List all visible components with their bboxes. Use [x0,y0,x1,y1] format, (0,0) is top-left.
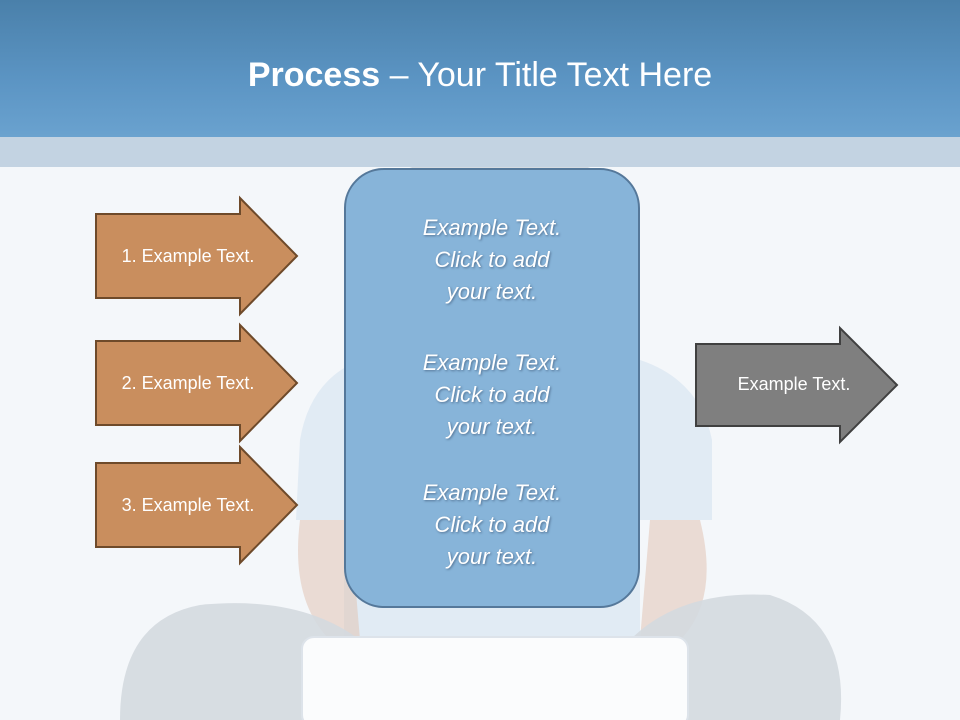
page-title-rest: – Your Title Text Here [380,56,713,94]
page-title-bold: Process [247,56,381,94]
output-arrow[interactable] [695,325,899,445]
center-text-1-line-1: Example Text. [422,215,562,240]
page-title: Process – Your Title Text Here [0,54,960,96]
header-strip [0,137,960,167]
output-arrow-label: Example Text. [737,374,851,394]
center-text-3-line-1: Example Text. [422,480,562,505]
center-text-2-line-3: your text. [446,414,538,439]
center-text-2-line-2: Click to add [434,382,550,407]
input-arrow-2-label: 2. Example Text. [121,373,255,393]
center-text-1-line-3: your text. [446,279,538,304]
center-text-block-2[interactable]: Example Text. Click to add your text. [344,347,640,443]
center-text-block-1[interactable]: Example Text. Click to add your text. [344,212,640,308]
input-arrow-3[interactable] [95,444,299,566]
center-text-3-line-3: your text. [446,544,538,569]
center-text-3-line-2: Click to add [434,512,550,537]
center-process-box[interactable] [344,168,640,608]
center-text-block-3[interactable]: Example Text. Click to add your text. [344,477,640,573]
input-arrow-3-label: 3. Example Text. [121,495,255,515]
header-band [0,0,960,137]
input-arrow-2[interactable] [95,322,299,444]
center-text-1-line-2: Click to add [434,247,550,272]
input-arrow-1[interactable] [95,195,299,317]
input-arrow-1-label: 1. Example Text. [121,246,255,266]
center-text-2-line-1: Example Text. [422,350,562,375]
